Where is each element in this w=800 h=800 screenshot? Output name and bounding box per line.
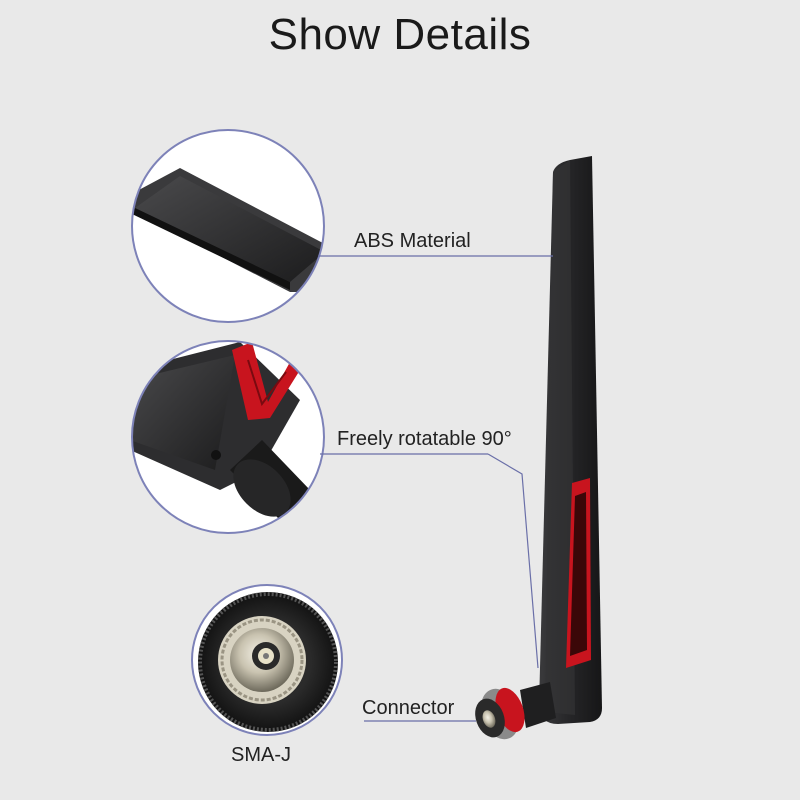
rotation-joint-closeup bbox=[131, 340, 325, 534]
abs-material-label: ABS Material bbox=[354, 230, 471, 252]
antenna-body bbox=[539, 156, 602, 724]
guide-line-rotate-down bbox=[487, 453, 539, 669]
rotation-label: Freely rotatable 90° bbox=[337, 428, 512, 450]
sma-connector-closeup bbox=[191, 584, 343, 736]
guide-lines bbox=[318, 255, 553, 722]
connector-base bbox=[475, 682, 556, 740]
closeup-circle-border bbox=[131, 129, 325, 323]
sma-j-label: SMA-J bbox=[231, 744, 291, 766]
abs-material-closeup bbox=[131, 129, 325, 323]
page-title: Show Details bbox=[268, 10, 532, 59]
connector-label: Connector bbox=[362, 697, 455, 719]
